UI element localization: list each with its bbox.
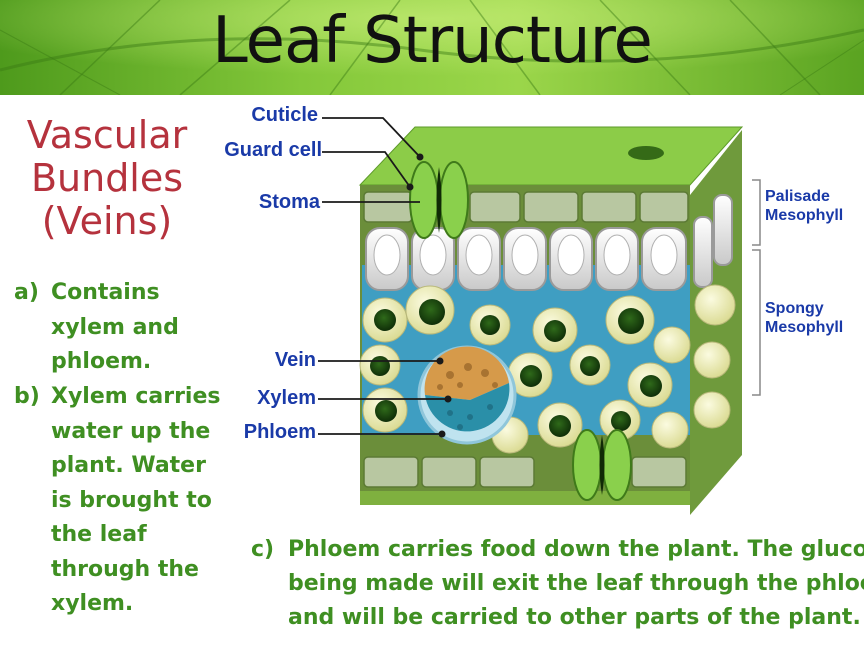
label-line: Spongy [765, 300, 824, 317]
leaf-texture-background [0, 0, 864, 95]
point-b: b) Xylem carries water up the plant. Wat… [14, 380, 224, 622]
point-line: water up the [51, 418, 211, 444]
section-subtitle: Vascular Bundles (Veins) [14, 114, 200, 243]
leaf-cross-section-diagram: Cuticle Guard cell Stoma Vein Xylem Phlo… [0, 95, 864, 515]
label-line: Palisade [765, 188, 830, 205]
label-spongy-mesophyll: Spongy Mesophyll [765, 299, 843, 337]
point-text: Xylem carries water up the plant. Water … [51, 380, 224, 622]
label-line: Mesophyll [765, 207, 844, 224]
point-text: Phloem carries food down the plant. The … [288, 533, 864, 635]
label-guard-cell: Guard cell [224, 139, 322, 161]
point-a: a) Contains xylem and phloem. [14, 276, 224, 380]
subtitle-line: (Veins) [41, 199, 173, 243]
point-line: the leaf [51, 522, 147, 547]
label-cuticle: Cuticle [251, 104, 318, 126]
point-c: c) Phloem carries food down the plant. T… [251, 533, 864, 635]
label-line: Mesophyll [765, 319, 844, 336]
point-line: Contains [51, 280, 160, 305]
label-phloem: Phloem [243, 421, 316, 443]
leaf-illustration [318, 117, 761, 515]
point-line: through the [51, 556, 199, 582]
point-marker: a) [14, 280, 39, 305]
point-text: Contains xylem and phloem. [51, 276, 224, 380]
point-line: Xylem carries [51, 384, 221, 409]
label-xylem: Xylem [257, 387, 316, 409]
subtitle-line: Vascular [26, 113, 188, 157]
point-marker: c) [251, 537, 275, 562]
point-marker: b) [14, 384, 40, 409]
point-line: xylem. [51, 591, 134, 616]
point-line: phloem. [51, 349, 152, 374]
label-palisade-mesophyll: Palisade Mesophyll [765, 187, 843, 225]
point-line: and will be carried to other parts of th… [288, 605, 861, 630]
page-title: Leaf Structure [212, 4, 653, 78]
point-line: is brought to [51, 487, 212, 513]
point-line: xylem and [51, 314, 179, 340]
label-vein: Vein [274, 349, 316, 371]
label-stoma: Stoma [258, 191, 320, 213]
subtitle-line: Bundles [30, 156, 184, 200]
header-banner: Leaf Structure [0, 0, 864, 95]
point-line: being made will exit the leaf through th… [288, 571, 864, 596]
point-line: Phloem carries food down the plant. The … [288, 537, 864, 562]
point-line: plant. Water [51, 453, 206, 478]
